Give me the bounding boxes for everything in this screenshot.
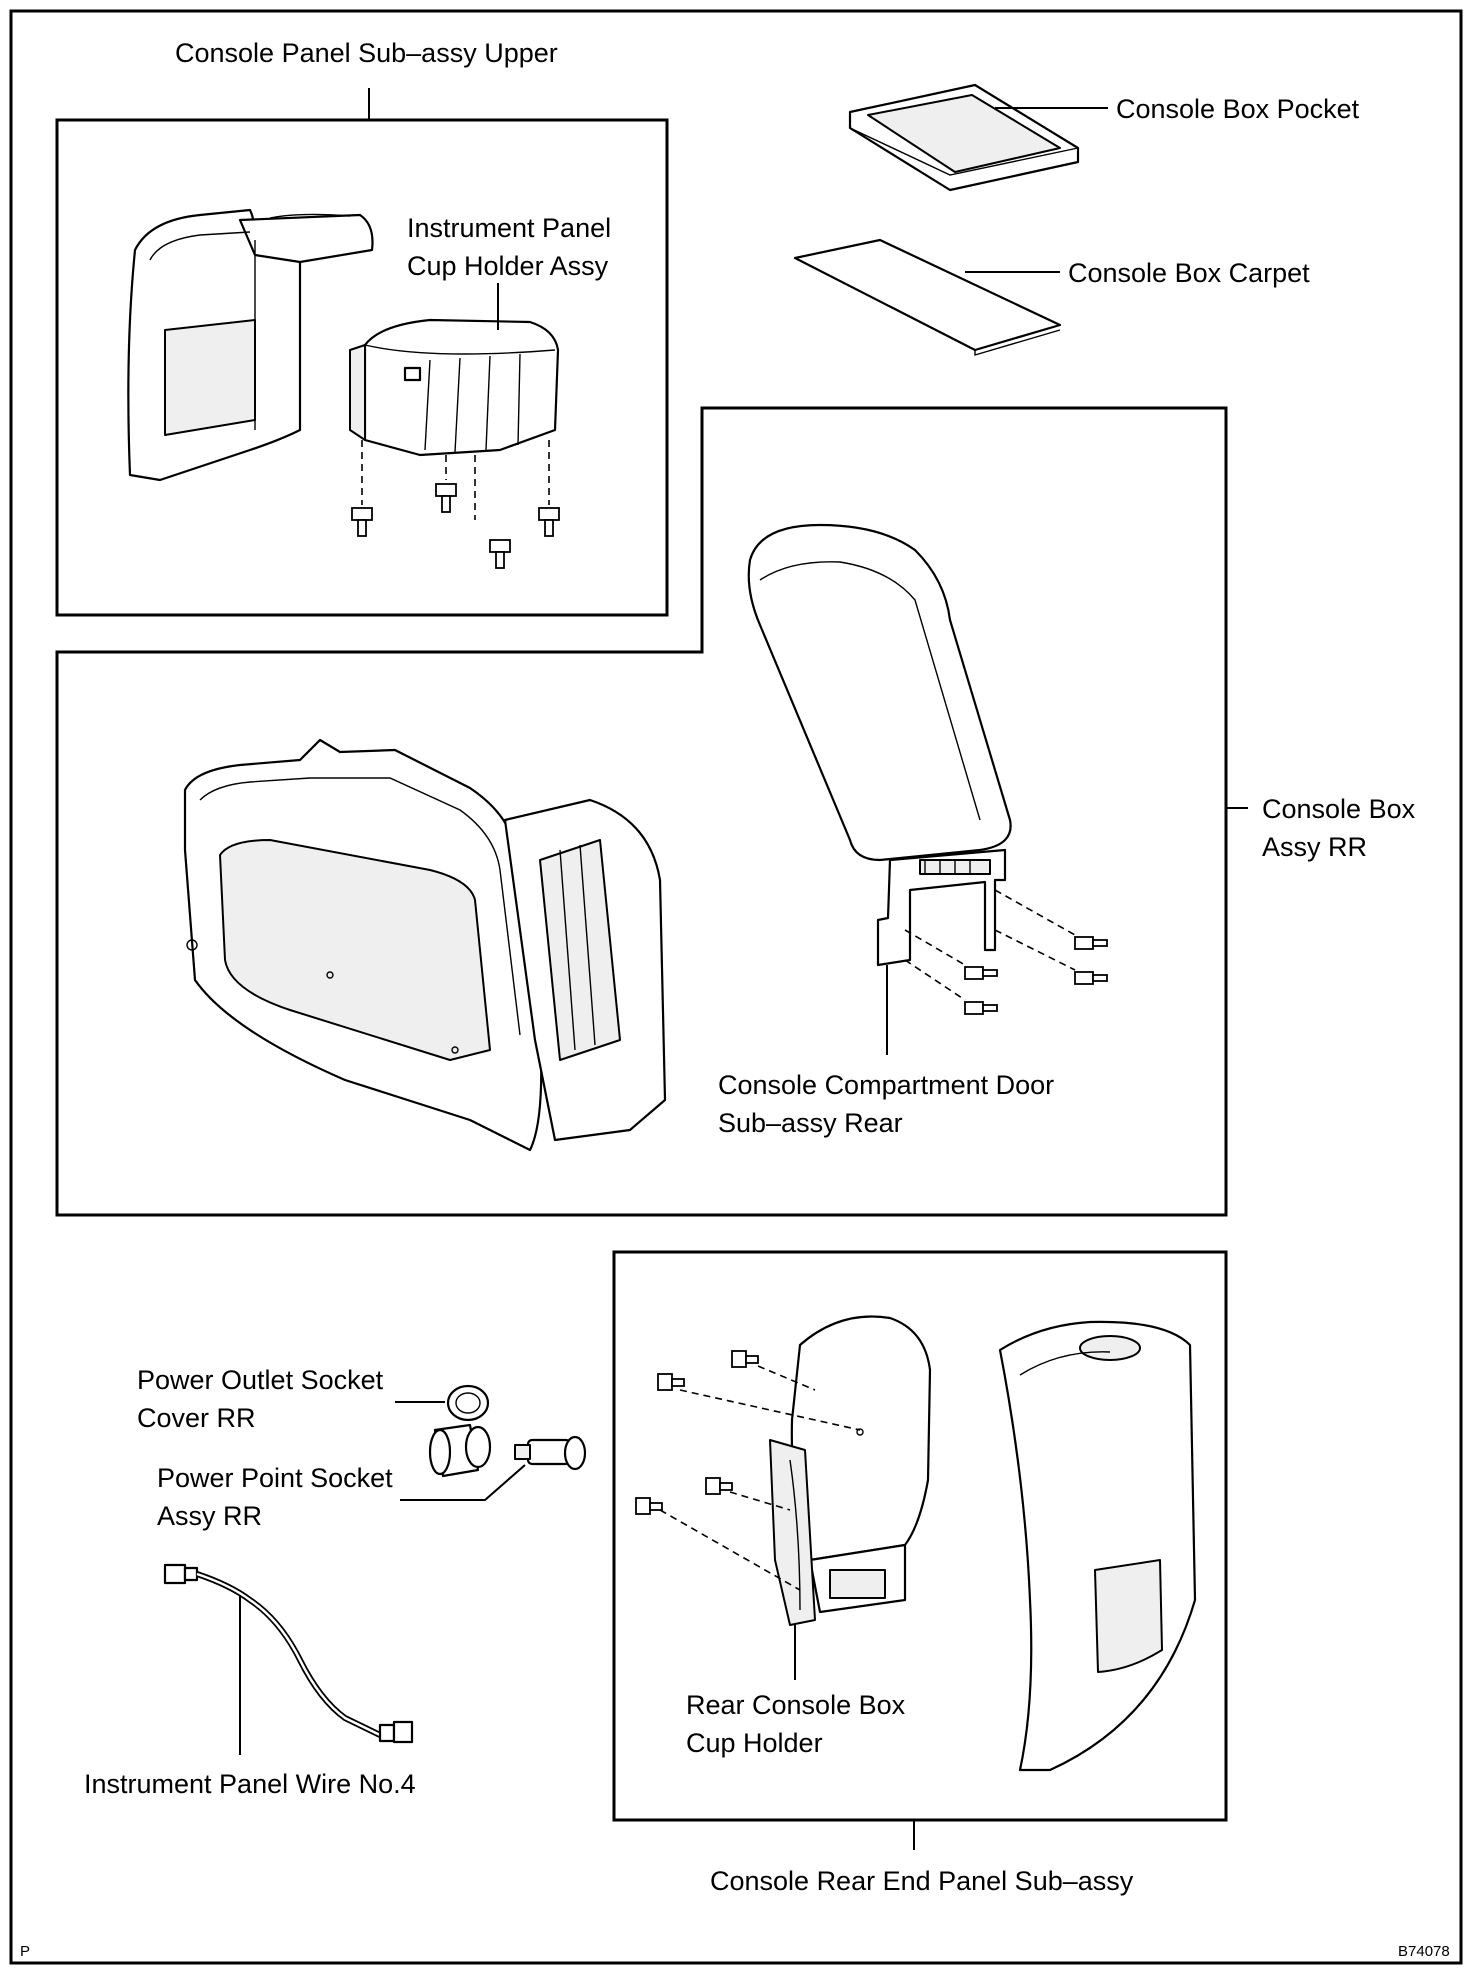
hinge-screws	[904, 889, 1108, 1015]
power-outlet-cover-part	[428, 1384, 492, 1478]
label-rear-cup-holder-line1: Rear Console Box	[686, 1690, 906, 1720]
wire-harness-part	[163, 1563, 414, 1744]
label-console-box-assy-line1: Console Box	[1262, 794, 1416, 824]
armrest-lid-part	[747, 523, 1012, 862]
label-rear-cup-holder-line2: Cup Holder	[686, 1728, 823, 1758]
label-power-outlet-cover-line2: Cover RR	[137, 1403, 256, 1433]
lid-hinge-bracket-part	[876, 848, 1007, 967]
console-panel-upper-part	[127, 208, 374, 482]
label-console-panel-upper: Console Panel Sub–assy Upper	[175, 38, 558, 68]
label-power-point-socket-line1: Power Point Socket	[157, 1463, 393, 1493]
box-console-panel-upper	[55, 118, 669, 617]
label-compartment-door-line2: Sub–assy Rear	[718, 1108, 903, 1138]
console-box-carpet-part	[793, 238, 1062, 356]
label-cup-holder-assy-line1: Instrument Panel	[407, 213, 611, 243]
footer-figure-code: B74078	[1398, 1943, 1450, 1960]
rear-cup-holder-body-part	[769, 1315, 932, 1626]
rear-cup-holder-screws	[635, 1350, 861, 1591]
label-power-point-socket-line2: Assy RR	[157, 1501, 262, 1531]
label-console-box-pocket: Console Box Pocket	[1116, 94, 1360, 124]
label-wire-no4: Instrument Panel Wire No.4	[84, 1769, 416, 1799]
label-compartment-door-line1: Console Compartment Door	[718, 1070, 1054, 1100]
label-console-box-assy-line2: Assy RR	[1262, 832, 1367, 862]
cup-holder-screws	[351, 440, 560, 569]
leader-power-point-socket	[400, 1464, 526, 1501]
power-point-socket-part	[514, 1435, 587, 1471]
label-power-outlet-cover-line1: Power Outlet Socket	[137, 1365, 384, 1395]
footer-left-mark: P	[20, 1943, 30, 1960]
outer-border	[9, 9, 1463, 1965]
console-box-pocket-part	[848, 83, 1080, 192]
cup-holder-assy-part	[349, 318, 560, 457]
rear-end-panel-part	[998, 1320, 1197, 1772]
console-box-body-part	[183, 738, 667, 1152]
label-console-box-carpet: Console Box Carpet	[1068, 258, 1310, 288]
label-cup-holder-assy-line2: Cup Holder Assy	[407, 251, 609, 281]
box-rear-end-panel	[612, 1250, 1228, 1822]
label-rear-end-panel: Console Rear End Panel Sub–assy	[710, 1866, 1134, 1896]
box-console-box-assy	[55, 406, 1228, 1217]
